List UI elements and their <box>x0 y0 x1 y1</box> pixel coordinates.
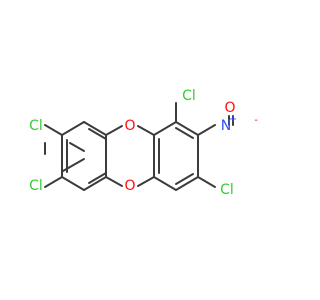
chlorine-atom-top: Cl <box>182 88 196 104</box>
chlorine-atom-lower-left: Cl <box>29 178 43 194</box>
bond <box>175 176 199 191</box>
bond <box>83 176 107 191</box>
bond <box>69 142 85 152</box>
oxygen-charge: - <box>254 115 258 126</box>
molecule-structure: Cl Cl Cl Cl O O N + O - <box>29 88 258 198</box>
bond <box>197 124 216 136</box>
oxygen-bridge-top: O <box>124 118 135 134</box>
bond <box>175 121 199 136</box>
central-ring <box>105 125 155 187</box>
bond <box>137 176 155 187</box>
bond <box>61 121 85 136</box>
bond <box>197 176 216 188</box>
oxygen-bridge-bottom: O <box>124 178 135 194</box>
right-ring <box>153 121 199 191</box>
bond <box>175 173 194 185</box>
bond <box>175 127 194 139</box>
bond <box>105 125 123 136</box>
bond <box>44 176 63 188</box>
substituent-bonds <box>44 102 234 188</box>
bond <box>88 172 107 184</box>
bond <box>105 176 123 187</box>
left-ring <box>44 121 107 191</box>
nitro-oxygen-atom: O <box>224 100 235 116</box>
bond <box>137 125 155 136</box>
chlorine-atom-upper-left: Cl <box>29 118 43 134</box>
bond <box>61 176 85 191</box>
bond <box>88 128 107 140</box>
bond <box>153 121 177 136</box>
nitrogen-charge: + <box>229 114 237 125</box>
nitrogen-atom: N <box>221 118 231 134</box>
bond <box>83 121 107 136</box>
bond <box>153 176 177 191</box>
bond <box>44 124 63 136</box>
chlorine-atom-bottom-right: Cl <box>220 182 234 198</box>
